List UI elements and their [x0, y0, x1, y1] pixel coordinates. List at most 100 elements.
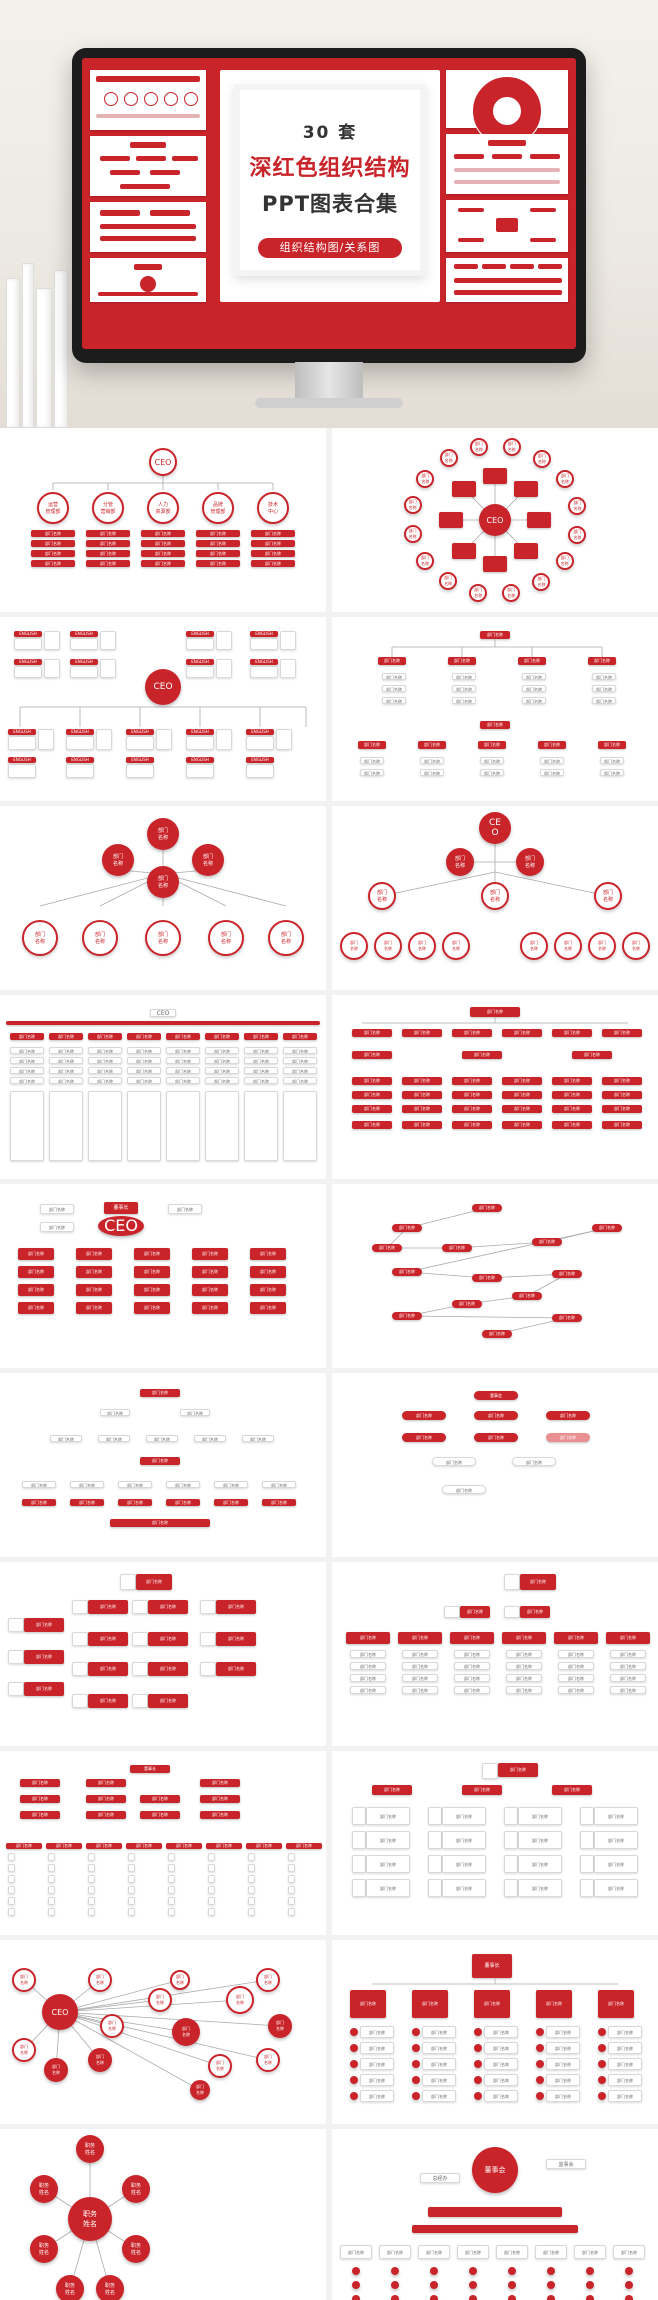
- node-label: 名称: [573, 505, 582, 511]
- sub-box: [128, 1875, 135, 1883]
- text-card: 部门名称: [484, 2074, 518, 2086]
- dept-box: 部门名称: [552, 1785, 592, 1795]
- photo-card: [352, 1831, 366, 1849]
- dept-circle: 部门名称: [147, 866, 179, 898]
- label-box: ENGLISH: [246, 757, 274, 763]
- dept-circle: 部门名称: [568, 525, 587, 544]
- dept-pill: 部门名称: [552, 1314, 582, 1322]
- dept-box: 部门名称: [49, 1033, 83, 1040]
- node-label: 名称: [94, 939, 105, 945]
- position-circle-main: 职务姓名: [68, 2197, 112, 2241]
- slide-preview: 部门名称部门名称部门名称部门名称部门名称部门名称部门名称部门名称部门名称部门名称…: [0, 1562, 326, 1746]
- person-icon: [352, 2267, 360, 2275]
- label-box: ENGLISH: [126, 729, 154, 735]
- dept-circle: 部门名称: [416, 469, 435, 488]
- dept-box: 部门名称: [126, 1843, 162, 1849]
- sub-box: 部门名称: [205, 1047, 239, 1054]
- text-card: 部门名称: [546, 2026, 580, 2038]
- person-icon: [391, 2267, 399, 2275]
- photo-card: [8, 1682, 24, 1696]
- dept-pill: 部门名称: [546, 1411, 590, 1420]
- person-icon: [474, 2076, 482, 2084]
- person-icon: [625, 2267, 633, 2275]
- dept-circle: 部门名称: [22, 920, 58, 956]
- monitor-stand: [295, 362, 363, 400]
- text-card: 部门名称: [360, 2074, 394, 2086]
- side-box: 总经办: [420, 2173, 460, 2183]
- dept-box: 部门名称: [18, 1248, 54, 1260]
- sub-box: 部门名称: [592, 685, 616, 692]
- dept-box: 部门名称: [40, 1222, 74, 1232]
- dept-box: 部门名称: [418, 2245, 450, 2259]
- node-label: 名称: [537, 581, 546, 587]
- person-icon: [474, 2028, 482, 2036]
- dept-box: 部门名称: [24, 1650, 64, 1664]
- node-label: 品牌: [212, 502, 223, 508]
- sub-box: [208, 1886, 215, 1894]
- dept-box: 部门名称: [168, 1204, 202, 1214]
- node-label: 部门: [157, 828, 168, 834]
- dept-box: 部门名称: [402, 1091, 442, 1099]
- text-card: 部门名称: [484, 2090, 518, 2102]
- dept-circle: 部门名称: [403, 496, 422, 515]
- text-card: 部门名称: [518, 1879, 562, 1897]
- dept-circle: 部门名称: [208, 2054, 232, 2078]
- node-label: 名称: [156, 2000, 164, 2005]
- node-label: 名称: [264, 2060, 272, 2065]
- dept-circle: 部门名称: [374, 932, 402, 960]
- text-card: 部门名称: [518, 1855, 562, 1873]
- node-label: 部门: [408, 499, 417, 505]
- dept-circle: 技术中心: [257, 492, 289, 524]
- dept-box: 部门名称: [250, 1284, 286, 1296]
- sub-box: [208, 1897, 215, 1905]
- sub-box: 部门名称: [522, 673, 546, 680]
- node-label: CE: [489, 818, 501, 828]
- sub-box: 部门名称: [127, 1047, 161, 1054]
- node-label: 名称: [530, 946, 538, 951]
- dept-box: 部门名称: [474, 1990, 510, 2018]
- text-card: 部门名称: [546, 2058, 580, 2070]
- column-card: [244, 1091, 278, 1161]
- dept-circle: 部门名称: [588, 932, 616, 960]
- dept-box: 部门名称: [602, 1077, 642, 1085]
- dept-box: 部门名称: [251, 550, 295, 557]
- dept-box: 部门名称: [134, 1284, 170, 1296]
- person-icon: [625, 2295, 633, 2300]
- sub-box: 部门名称: [214, 1481, 248, 1488]
- sub-box: 部门名称: [146, 1435, 178, 1442]
- dept-pill: 部门名称: [472, 1204, 502, 1212]
- dept-box: 部门名称: [536, 1990, 572, 2018]
- dept-pill: 部门名称: [432, 1457, 476, 1466]
- node-label: 部门: [112, 854, 123, 860]
- person-icon: [412, 2092, 420, 2100]
- node-label: 名称: [564, 946, 572, 951]
- dept-pill: 部门名称: [442, 1244, 472, 1252]
- node-label: 名称: [216, 2066, 224, 2071]
- person-icon: [350, 2092, 358, 2100]
- sub-box: [288, 1908, 295, 1916]
- node-label: 管理部: [210, 509, 226, 515]
- photo-card: [72, 1694, 88, 1708]
- sub-box: 部门名称: [558, 1650, 594, 1658]
- column-card: [10, 1091, 44, 1161]
- node-label: 名称: [96, 2060, 104, 2065]
- node-label: 部门: [454, 856, 465, 862]
- node-label: 部门: [474, 586, 483, 592]
- dept-box: [451, 480, 476, 497]
- photo-card: [428, 1831, 442, 1849]
- dept-box: 部门名称: [352, 1051, 392, 1059]
- sub-box: 部门名称: [402, 1650, 438, 1658]
- arch-band: [412, 2225, 578, 2233]
- node-label: 职务: [130, 2183, 141, 2189]
- slide-preview: 董事会监事会总经办部门名称部门名称部门名称部门名称部门名称部门名称部门名称部门名…: [332, 2129, 658, 2300]
- person-icon: [508, 2267, 516, 2275]
- dept-circle: 部门名称: [502, 583, 521, 602]
- dept-box: 部门名称: [140, 1811, 180, 1819]
- sub-box: 部门名称: [100, 1409, 130, 1416]
- dept-box: 部门名称: [398, 1632, 442, 1644]
- label-box: ENGLISH: [70, 631, 98, 637]
- dept-circle: 部门名称: [439, 449, 458, 468]
- person-icon: [430, 2295, 438, 2300]
